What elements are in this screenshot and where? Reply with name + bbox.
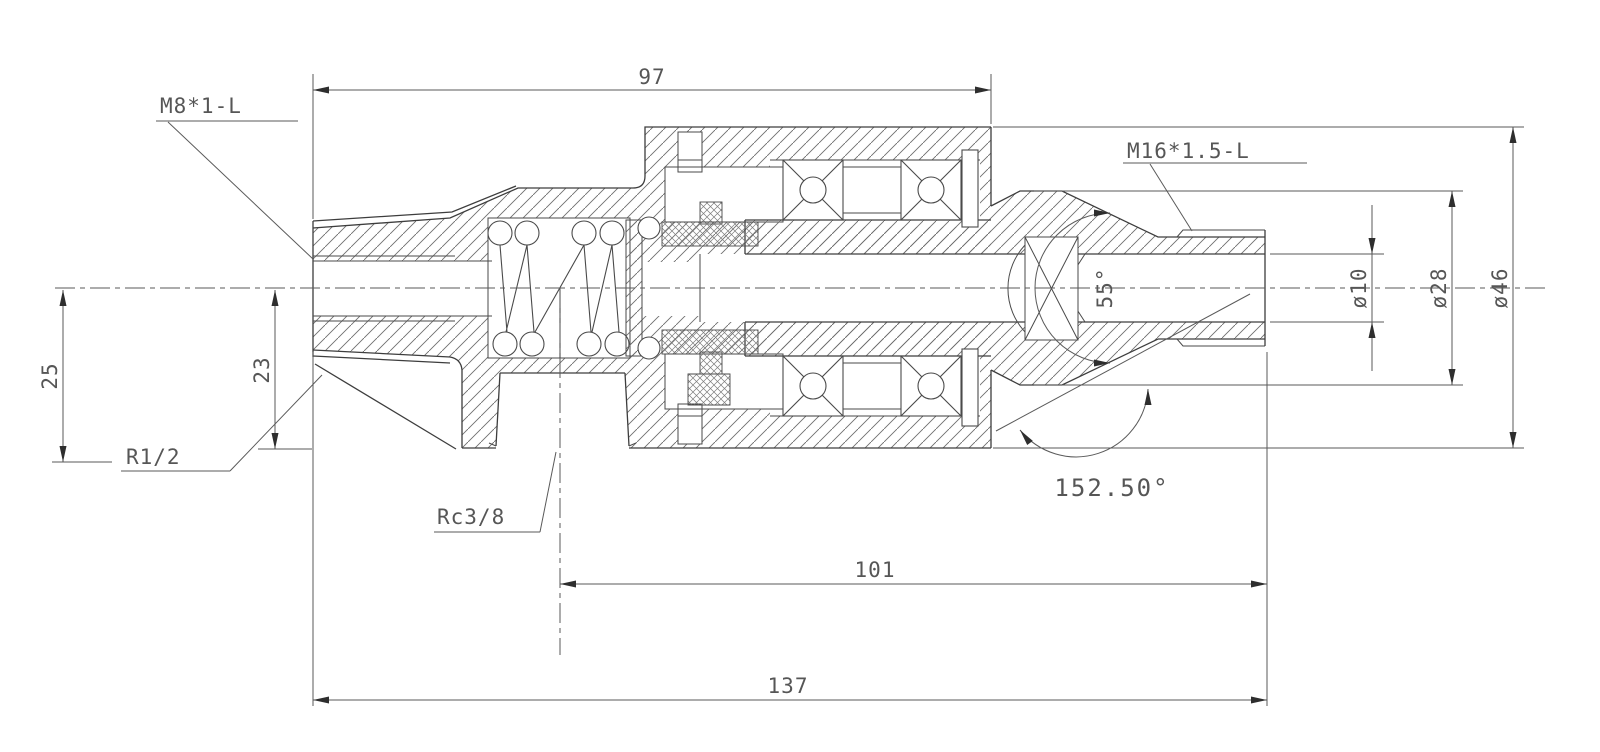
callout-r12-text: R1/2 [126,445,181,469]
o-ring-upper [637,216,661,240]
dim-101-text: 101 [855,558,896,582]
dim-angle55-text: 55° [1093,268,1117,309]
dim-23: 23 [250,290,312,450]
dim-23-text: 23 [250,356,274,383]
dim-97-text: 97 [638,65,665,89]
snap-ring-lower [961,348,979,427]
upper-seal-pocket [665,167,783,222]
packing-lower [661,329,759,355]
dim-101: 101 [560,352,1268,706]
port-cavity [496,373,629,448]
dim-angle55: 55° [1034,209,1117,367]
dimensions: 97 101 137 25 23 [38,65,1524,706]
packing-upper [661,221,759,247]
dim-angle15250: 152.50° [995,293,1251,502]
bearing-3 [782,355,844,417]
dim-dia28: ø28 [1034,190,1463,386]
m8-thread-lines [313,255,492,322]
centerlines [55,287,1545,655]
flange-silhouette [314,363,457,450]
callout-m16: M16*1.5-L [1123,139,1307,232]
bearing-1 [782,159,844,221]
dim-137: 137 [312,352,1267,706]
callout-rc38: Rc3/8 [434,451,557,533]
dim-dia10-text: ø10 [1347,268,1371,309]
dim-dia10: ø10 [1270,205,1384,371]
dim-97: 97 [312,65,992,219]
callout-r12: R1/2 [121,374,323,472]
callout-rc38-text: Rc3/8 [437,505,505,529]
dim-dia28-text: ø28 [1427,268,1451,309]
o-ring-lower [637,336,661,360]
m16-thread-crest [1176,229,1265,347]
bearing-4 [900,355,962,417]
snap-ring-upper [961,149,979,228]
top-slot [678,132,702,172]
callout-m8-text: M8*1-L [160,94,242,118]
dim-25-text: 25 [38,362,62,389]
dim-137-text: 137 [768,674,809,698]
dim-dia46: ø46 [993,126,1524,449]
callout-m16-text: M16*1.5-L [1127,139,1250,163]
bottom-slot [678,404,702,444]
bearing-2 [900,159,962,221]
seal-pack [625,201,759,406]
dim-angle15250-text: 152.50° [1054,474,1169,502]
dim-25: 25 [38,290,112,463]
dim-dia46-text: ø46 [1488,268,1512,309]
gland [687,373,731,406]
rc-port [488,372,637,447]
bearings [770,149,980,427]
spring [487,220,630,358]
callout-m8: M8*1-L [156,94,314,260]
callouts: M8*1-L M16*1.5-L R1/2 Rc3/8 [121,94,1307,533]
